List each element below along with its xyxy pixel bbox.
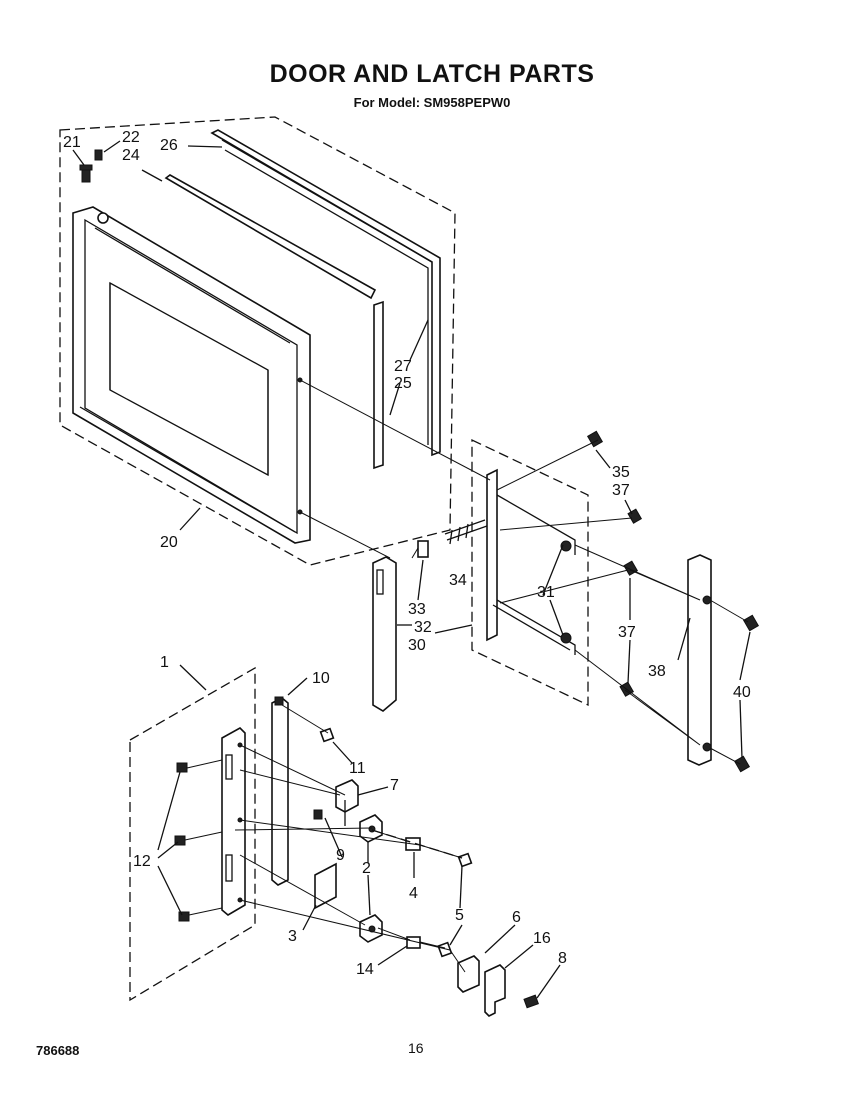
drawing-code: 786688 [36, 1043, 80, 1058]
diagram-title: DOOR AND LATCH PARTS [269, 60, 595, 88]
screw-part-40-upper [742, 614, 760, 632]
screw-part-37-mid [623, 560, 639, 576]
screw-part-12-a [176, 762, 188, 773]
callout-24: 24 [122, 147, 140, 164]
callout-37-lower: 37 [618, 624, 636, 641]
door-panel-part-26-27 [210, 129, 441, 457]
door-assembly-boundary [59, 116, 456, 566]
callout-12: 12 [133, 853, 151, 870]
latch-housing-boundary [129, 666, 256, 1002]
screw-part-40-lower [733, 755, 751, 773]
callout-22: 22 [122, 129, 140, 146]
screw-part-9 [313, 809, 323, 820]
switch-part-6 [457, 955, 480, 993]
assembly-lines-upper [299, 379, 749, 765]
screw-part-21 [79, 164, 93, 183]
leader-lines [72, 140, 751, 999]
cam-part-2-lower [359, 914, 383, 943]
callout-3: 3 [288, 928, 297, 945]
door-frame-part-20 [72, 206, 311, 544]
door-hole [97, 212, 109, 224]
latch-cover-part-38 [687, 554, 712, 766]
seal-strip-part-25 [373, 300, 384, 470]
callout-7: 7 [390, 777, 399, 794]
hook-part-31-upper [560, 540, 572, 552]
callout-20: 20 [160, 534, 178, 551]
callout-1: 1 [160, 654, 169, 671]
callout-35: 35 [612, 464, 630, 481]
callout-33: 33 [408, 601, 426, 618]
latch-plate-part-1 [221, 727, 246, 916]
latch-part-33 [417, 540, 429, 558]
callout-11: 11 [349, 760, 366, 777]
callout-34: 34 [449, 572, 467, 589]
dash-guide [371, 829, 463, 859]
switch-part-7 [335, 779, 359, 826]
callout-31: 31 [537, 584, 555, 601]
page-number: 16 [408, 1040, 424, 1056]
callout-37-upper: 37 [612, 482, 630, 499]
model-subtitle: For Model: SM958PEPW0 [353, 95, 511, 110]
callout-40: 40 [733, 684, 751, 701]
callout-9: 9 [336, 847, 345, 864]
callout-26: 26 [160, 137, 178, 154]
callout-14: 14 [356, 961, 374, 978]
bracket-part-3 [314, 862, 337, 910]
callout-10: 10 [312, 670, 330, 687]
screw-part-35 [586, 430, 604, 448]
callout-30: 30 [408, 637, 426, 654]
callout-25: 25 [394, 375, 412, 392]
callout-8: 8 [558, 950, 567, 967]
hook-part-31-lower [560, 632, 572, 644]
callout-27: 27 [394, 358, 412, 375]
screw-part-5-lower [437, 941, 453, 958]
screw-part-12-c [178, 911, 190, 922]
assembly-lines-lower [184, 704, 466, 973]
callout-5: 5 [455, 907, 464, 924]
callout-21: 21 [63, 134, 81, 151]
screw-part-11 [319, 727, 335, 743]
choke-seal-part-24 [164, 174, 377, 300]
door-handle-part-32 [372, 556, 397, 712]
switch-bracket-part-16 [484, 964, 506, 1017]
spring-part-34 [444, 519, 488, 545]
callout-4: 4 [409, 885, 418, 902]
screw-part-12-b [174, 835, 186, 846]
callout-6: 6 [512, 909, 521, 926]
callout-2: 2 [362, 860, 371, 877]
screw-part-5-upper [457, 852, 473, 868]
screw-part-8 [523, 994, 539, 1009]
callout-16: 16 [533, 930, 551, 947]
washer-part-22 [94, 149, 103, 161]
callout-38: 38 [648, 663, 666, 680]
latch-plate-boundary [471, 438, 589, 707]
callout-32: 32 [414, 619, 432, 636]
latch-bracket-part-30 [486, 468, 576, 655]
latch-bar-part-10 [271, 696, 289, 886]
